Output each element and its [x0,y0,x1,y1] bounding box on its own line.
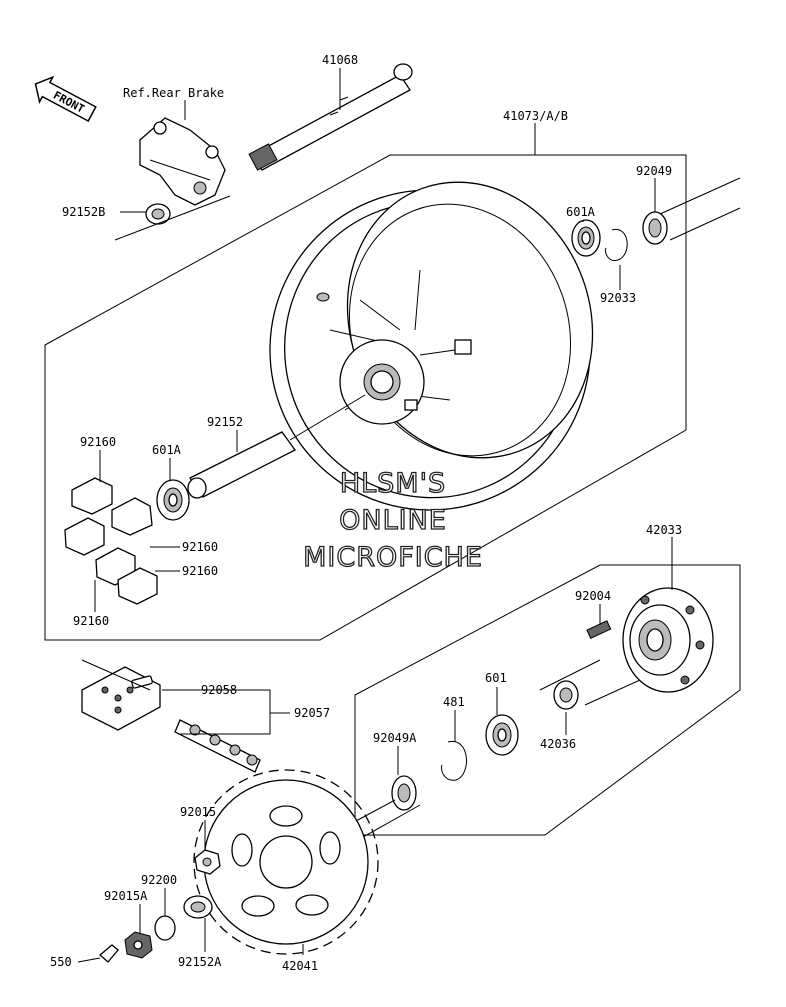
stud-92004 [586,620,612,639]
bearing-601A-top [571,219,601,257]
label-92160-a: 92160 [80,435,116,449]
axle [248,63,413,171]
wheel-assembly-box [44,154,687,641]
bearing-601 [485,714,519,756]
circlip-481 [441,741,467,781]
circlip-92033 [605,229,628,262]
part-labels: Ref.Rear Brake 41068 41073/A/B 92049 601… [50,53,682,973]
castle-nut-92015A [124,931,153,959]
collar-42036 [539,659,641,710]
rear-wheel [269,181,594,511]
label-92152: 92152 [207,415,243,429]
label-92200: 92200 [141,873,177,887]
label-601: 601 [485,671,507,685]
label-92049A: 92049A [373,731,417,745]
label-42036: 42036 [540,737,576,751]
label-41073: 41073/A/B [503,109,568,123]
chain-joint [81,659,161,731]
nut-92015 [194,849,221,875]
label-92160-b: 92160 [182,540,218,554]
washer-92200 [154,915,176,941]
label-41068: 41068 [322,53,358,67]
label-92049: 92049 [636,164,672,178]
oil-seal-92049 [642,177,741,245]
label-92015A: 92015A [104,889,148,903]
label-92160-c: 92160 [182,564,218,578]
ref-rear-brake-label: Ref.Rear Brake [123,86,224,100]
label-92033: 92033 [600,291,636,305]
rear-brake-bracket [139,117,226,206]
label-601A-mid: 601A [152,443,182,457]
collar-92152B [114,195,231,241]
label-42033: 42033 [646,523,682,537]
front-arrow-icon: FRONT [34,75,97,123]
bearing-601A-mid [156,479,190,521]
rear-sprocket [193,769,379,955]
watermark-line-2: ONLINE [339,505,447,536]
cotter-pin-550 [98,944,119,963]
collar-92152 [187,394,366,499]
label-92152B: 92152B [62,205,105,219]
watermark-line-3: MICROFICHE [303,542,483,573]
label-481: 481 [443,695,465,709]
damper-rubbers [64,477,158,605]
label-92004: 92004 [575,589,611,603]
label-42041: 42041 [282,959,318,973]
drive-chain [174,719,261,773]
label-550: 550 [50,955,72,969]
label-92058: 92058 [201,683,237,697]
watermark-line-1: HLSM'S [340,468,446,499]
leader-lines [77,68,673,963]
label-92057: 92057 [294,706,330,720]
sprocket-hub-flange [622,587,714,693]
label-92152A: 92152A [178,955,222,969]
label-92160-d: 92160 [73,614,109,628]
label-601A-top: 601A [566,205,596,219]
label-92015: 92015 [180,805,216,819]
collar-92152A [183,895,213,919]
watermark: HLSM'S ONLINE MICROFICHE [302,467,483,573]
